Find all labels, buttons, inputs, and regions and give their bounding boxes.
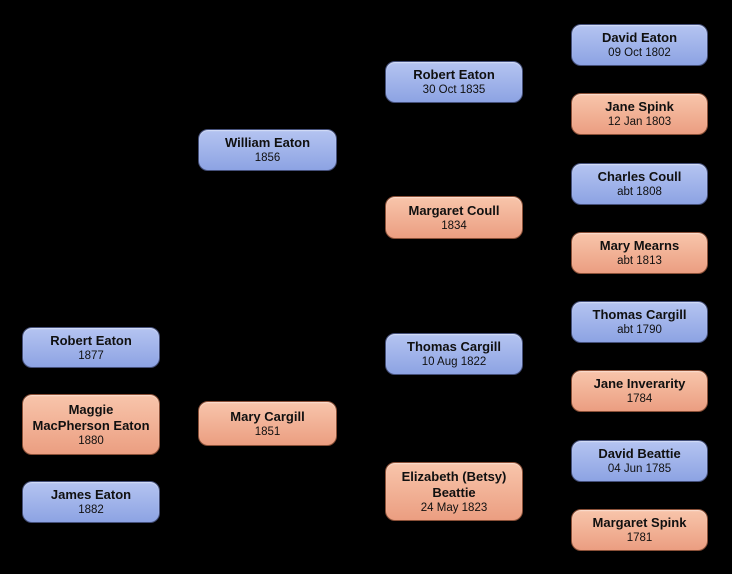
- person-name: David Beattie: [598, 446, 681, 461]
- person-name: Mary Mearns: [599, 238, 680, 253]
- person-box-elizabeth-betsy-beattie-1823[interactable]: Elizabeth (Betsy) Beattie 24 May 1823: [385, 462, 523, 521]
- person-box-james-eaton-1882[interactable]: James Eaton 1882: [22, 481, 160, 523]
- person-name: Maggie MacPherson Eaton: [32, 401, 150, 433]
- person-name: Jane Inverarity: [593, 376, 686, 391]
- person-date: 04 Jun 1785: [607, 463, 672, 475]
- person-name: William Eaton: [224, 135, 311, 150]
- person-box-thomas-cargill-1822[interactable]: Thomas Cargill 10 Aug 1822: [385, 333, 523, 375]
- person-name: Robert Eaton: [50, 332, 132, 348]
- person-date: 1851: [254, 425, 281, 438]
- person-box-robert-eaton-1877[interactable]: Robert Eaton 1877: [22, 327, 160, 368]
- person-name: Thomas Cargill: [592, 307, 687, 322]
- person-box-jane-spink-1803[interactable]: Jane Spink 12 Jan 1803: [571, 93, 708, 135]
- person-name: Thomas Cargill: [407, 339, 501, 354]
- person-box-thomas-cargill-1790[interactable]: Thomas Cargill abt 1790: [571, 301, 708, 343]
- person-date: 30 Oct 1835: [422, 84, 486, 96]
- person-date: abt 1808: [617, 186, 662, 198]
- person-date: 1784: [626, 393, 653, 405]
- person-name: Margaret Spink: [592, 515, 687, 530]
- person-box-charles-coull-1808[interactable]: Charles Coull abt 1808: [571, 163, 708, 205]
- person-name: Jane Spink: [605, 99, 674, 114]
- person-name: James Eaton: [50, 487, 132, 502]
- person-date: 24 May 1823: [420, 501, 488, 514]
- person-name: Mary Cargill: [230, 408, 305, 424]
- person-box-maggie-macpherson-eaton-1880[interactable]: Maggie MacPherson Eaton 1880: [22, 394, 160, 455]
- person-box-david-eaton-1802[interactable]: David Eaton 09 Oct 1802: [571, 24, 708, 66]
- person-date: 1882: [78, 504, 104, 516]
- person-box-mary-cargill-1851[interactable]: Mary Cargill 1851: [198, 401, 337, 446]
- person-box-robert-eaton-1835[interactable]: Robert Eaton 30 Oct 1835: [385, 61, 523, 103]
- person-box-margaret-spink-1781[interactable]: Margaret Spink 1781: [571, 509, 708, 551]
- person-date: 1856: [254, 152, 281, 164]
- person-date: 1781: [626, 532, 653, 544]
- person-name: Margaret Coull: [408, 202, 500, 218]
- person-date: 09 Oct 1802: [608, 47, 671, 59]
- person-name: Robert Eaton: [413, 67, 495, 82]
- person-box-william-eaton-1856[interactable]: William Eaton 1856: [198, 129, 337, 171]
- person-box-jane-inverarity-1784[interactable]: Jane Inverarity 1784: [571, 370, 708, 412]
- person-date: 1880: [78, 434, 104, 447]
- person-box-mary-mearns-1813[interactable]: Mary Mearns abt 1813: [571, 232, 708, 274]
- person-date: 10 Aug 1822: [421, 356, 487, 368]
- person-box-david-beattie-1785[interactable]: David Beattie 04 Jun 1785: [571, 440, 708, 482]
- person-name: David Eaton: [601, 30, 678, 45]
- person-date: abt 1813: [617, 255, 662, 267]
- person-date: 1877: [78, 349, 104, 362]
- person-date: 12 Jan 1803: [607, 116, 672, 128]
- person-name: Elizabeth (Betsy) Beattie: [401, 468, 507, 500]
- person-name: Charles Coull: [597, 169, 682, 184]
- person-box-margaret-coull-1834[interactable]: Margaret Coull 1834: [385, 196, 523, 239]
- person-date: abt 1790: [617, 324, 662, 336]
- person-date: 1834: [441, 219, 467, 232]
